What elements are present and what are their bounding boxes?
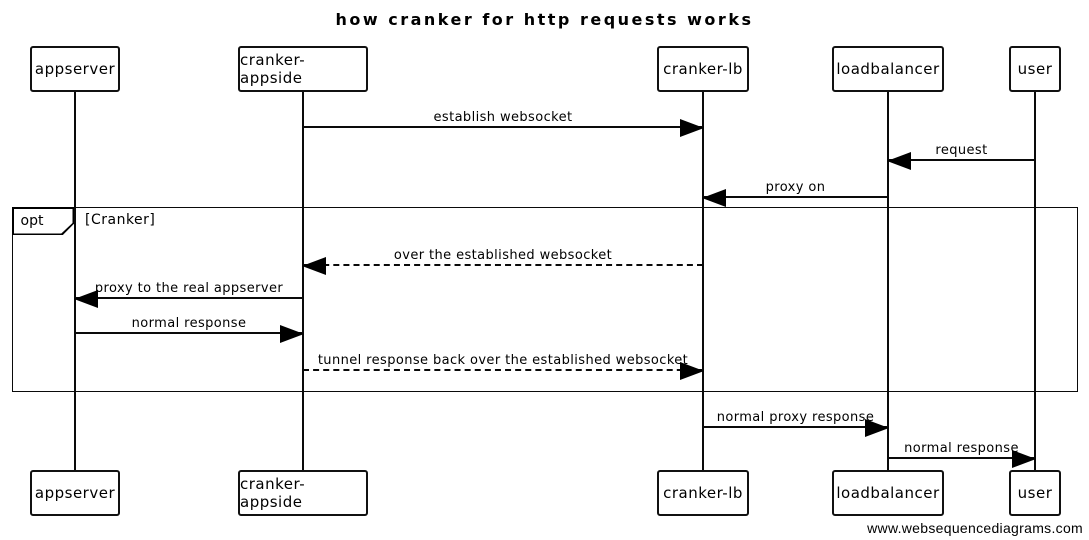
participant-box-cranker-appside-top: cranker-appside	[238, 46, 368, 92]
participant-box-cranker-lb-top: cranker-lb	[657, 46, 749, 92]
message-line	[888, 159, 1035, 161]
message-label: establish websocket	[433, 110, 573, 125]
participant-box-loadbalancer-bottom: loadbalancer	[832, 470, 944, 516]
message-label: normal response	[131, 316, 247, 331]
message-label: proxy to the real appserver	[94, 281, 284, 296]
participant-box-loadbalancer-top: loadbalancer	[832, 46, 944, 92]
diagram-title: how cranker for http requests works	[335, 10, 754, 29]
participant-box-appserver-top: appserver	[30, 46, 120, 92]
participant-label: loadbalancer	[836, 484, 940, 502]
lifeline-cranker-appside	[302, 92, 304, 471]
message-request: request	[887, 137, 1035, 170]
lifeline-loadbalancer	[887, 92, 889, 471]
participant-label: cranker-appside	[240, 51, 306, 87]
participant-label: appserver	[34, 60, 116, 78]
arrowhead-right-icon	[680, 362, 704, 380]
arrowhead-right-icon	[1012, 450, 1036, 468]
message-label: request	[935, 143, 988, 158]
message-normal-response-appserver: normal response	[75, 310, 304, 343]
participant-label: cranker-lb	[663, 484, 743, 502]
message-line-dashed	[303, 369, 703, 371]
arrowhead-right-icon	[680, 119, 704, 137]
arrowhead-left-icon	[302, 257, 326, 275]
participant-label: loadbalancer	[836, 60, 940, 78]
message-line	[703, 426, 888, 428]
opt-guard-label: [Cranker]	[85, 212, 156, 228]
message-line	[303, 126, 703, 128]
opt-fragment-tab: opt	[12, 207, 74, 235]
message-line	[75, 332, 303, 334]
opt-operator-label: opt	[13, 208, 73, 234]
arrowhead-right-icon	[865, 419, 889, 437]
arrowhead-left-icon	[74, 290, 98, 308]
participant-box-user-bottom: user	[1009, 470, 1061, 516]
participant-label: cranker-lb	[663, 60, 743, 78]
participant-box-cranker-lb-bottom: cranker-lb	[657, 470, 749, 516]
arrowhead-right-icon	[280, 325, 304, 343]
arrowhead-left-icon	[702, 189, 726, 207]
participant-label: user	[1017, 60, 1053, 78]
arrowhead-left-icon	[887, 152, 911, 170]
participant-box-appserver-bottom: appserver	[30, 470, 120, 516]
message-line	[75, 297, 303, 299]
participant-label: cranker-appside	[240, 475, 306, 511]
message-tunnel-response-back: tunnel response back over the establishe…	[303, 347, 704, 380]
message-line	[888, 457, 1035, 459]
message-normal-response-user: normal response	[888, 435, 1036, 468]
message-label: tunnel response back over the establishe…	[317, 353, 689, 368]
lifeline-appserver	[74, 92, 76, 471]
message-line-dashed	[303, 264, 703, 266]
message-establish-websocket: establish websocket	[303, 104, 704, 137]
message-label: normal proxy response	[716, 410, 875, 425]
message-line	[703, 196, 888, 198]
participant-label: user	[1017, 484, 1053, 502]
message-normal-proxy-response: normal proxy response	[703, 404, 889, 437]
participant-box-user-top: user	[1009, 46, 1061, 92]
lifeline-user	[1034, 92, 1036, 471]
watermark-link[interactable]: www.websequencediagrams.com	[867, 520, 1083, 536]
participant-label: appserver	[34, 484, 116, 502]
message-label: over the established websocket	[393, 248, 613, 263]
opt-fragment: opt [Cranker]	[12, 207, 1078, 392]
message-over-established-websocket: over the established websocket	[302, 242, 703, 275]
message-proxy-to-real-appserver: proxy to the real appserver	[74, 275, 303, 308]
message-label: normal response	[904, 441, 1019, 456]
participant-box-cranker-appside-bottom: cranker-appside	[238, 470, 368, 516]
lifeline-cranker-lb	[702, 92, 704, 471]
message-label: proxy on	[765, 180, 826, 195]
message-proxy-on: proxy on	[702, 174, 888, 207]
